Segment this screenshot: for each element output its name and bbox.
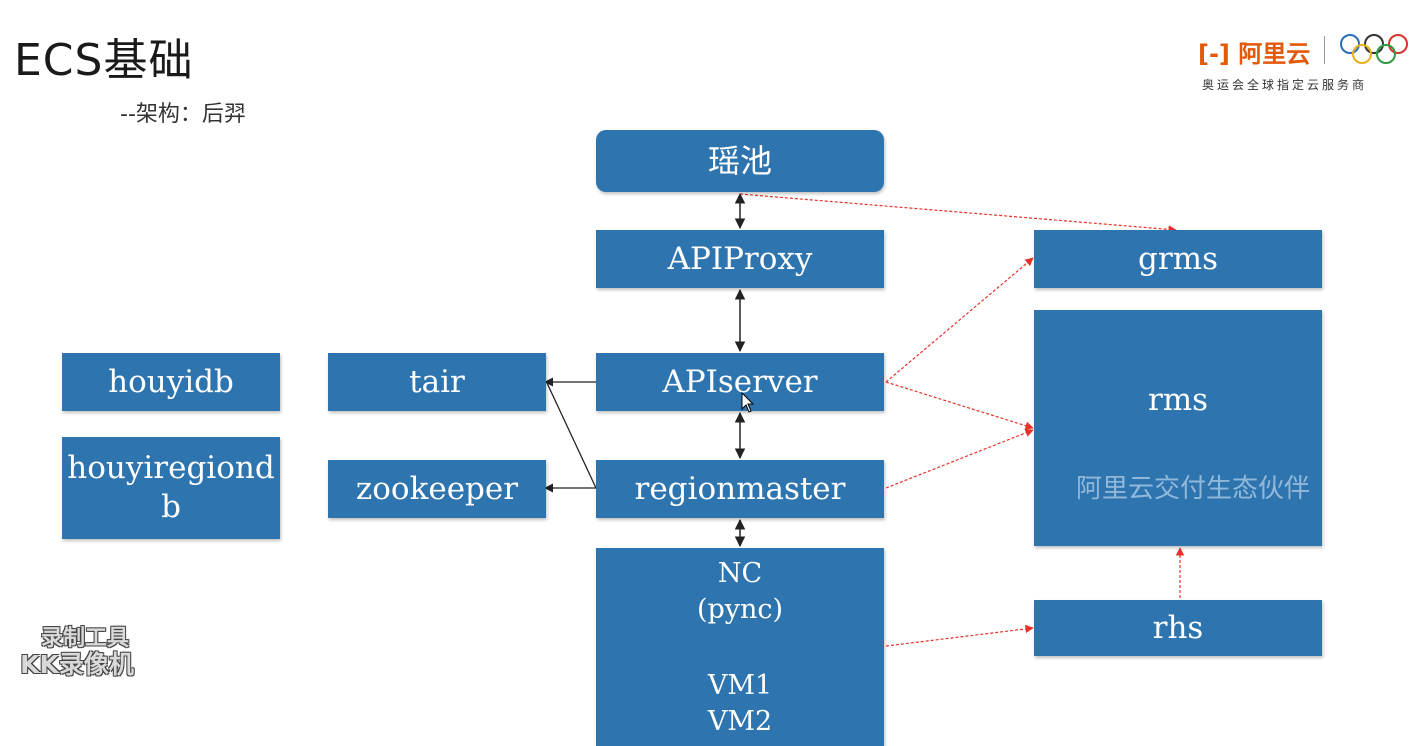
rhs-label: rhs: [1152, 609, 1204, 646]
nc-rhs-dashed-arrow: [885, 624, 1034, 647]
yaochi-node: 瑶池: [596, 130, 884, 192]
slide-subtitle: --架构：后羿: [120, 102, 246, 127]
apiserver-label: APIserver: [662, 363, 818, 400]
recorder-watermark-line2: KK录像机: [20, 650, 134, 680]
rms-label: rms: [1147, 382, 1209, 418]
slide-title: ECS基础: [14, 35, 194, 86]
zookeeper-label: zookeeper: [355, 470, 519, 507]
tair-node: tair: [328, 353, 546, 411]
aliyun-logo: [-] 阿里云 奥运会全球指定云服务商: [1190, 30, 1410, 100]
houyidb-label: houyidb: [108, 363, 234, 400]
rms-watermark-text: 阿里云交付生态伙伴: [1076, 474, 1311, 504]
apiproxy-label: APIProxy: [667, 240, 813, 277]
vm2-label: VM2: [707, 706, 773, 737]
mouse-cursor-icon: [741, 392, 755, 413]
logo-divider: [1324, 36, 1325, 64]
brand-mark: [-]: [1198, 40, 1230, 68]
apiserver-rms-dashed-arrow: [885, 381, 1034, 430]
houyiregiondb-node: houyiregiond b: [62, 437, 280, 539]
brand-name: [-] 阿里云: [1198, 34, 1310, 69]
brand-text: 阿里云: [1238, 40, 1311, 68]
recorder-watermark: 录制工具 KK录像机: [2, 626, 152, 680]
olympic-rings-icon: [1340, 34, 1408, 64]
grms-label: grms: [1138, 240, 1218, 277]
vm1-label: VM1: [707, 670, 773, 701]
regionmaster-node: regionmaster: [596, 460, 884, 518]
houyiregiondb-label-line2: b: [161, 489, 181, 525]
apiserver-grms-dashed-arrow: [885, 257, 1034, 383]
rms-node: rms 阿里云交付生态伙伴: [1034, 310, 1322, 546]
yaochi-label: 瑶池: [707, 142, 772, 180]
grms-node: grms: [1034, 230, 1322, 288]
tair-label: tair: [409, 363, 465, 400]
nc-node: NC (pync) VM1 VM2: [596, 548, 884, 746]
houyiregiondb-label-line1: houyiregiond: [67, 450, 275, 487]
regionmaster-label: regionmaster: [634, 470, 846, 507]
yaochi-grms-dashed-arrow: [739, 193, 1177, 234]
apiserver-node: APIserver: [596, 353, 884, 411]
apiproxy-node: APIProxy: [596, 230, 884, 288]
nc-label: NC: [717, 558, 763, 589]
regionmaster-tair-arrow: [546, 382, 597, 489]
rhs-node: rhs: [1034, 600, 1322, 656]
houyidb-node: houyidb: [62, 353, 280, 411]
regionmaster-rms-dashed-arrow: [885, 428, 1034, 489]
recorder-watermark-line1: 录制工具: [40, 626, 129, 651]
nc-pync-label: (pync): [696, 594, 784, 625]
logo-tagline: 奥运会全球指定云服务商: [1202, 78, 1368, 92]
zookeeper-node: zookeeper: [328, 460, 546, 518]
